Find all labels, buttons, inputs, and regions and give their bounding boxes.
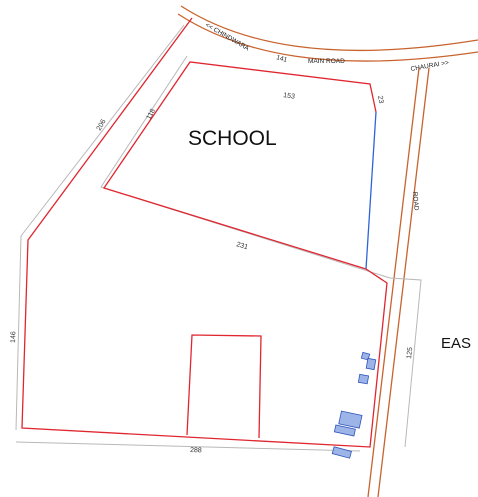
offset-lines — [15, 24, 422, 452]
road-label-side-road: ROAD — [411, 192, 420, 212]
small-structures — [331, 351, 377, 459]
road-label-chindwara: << CHINDWARA — [204, 22, 251, 53]
small-structure — [333, 424, 356, 437]
main-road-edge-upper — [180, 5, 478, 52]
main-road-edge-lower — [177, 13, 478, 62]
school-offset-line — [100, 55, 422, 448]
small-structure — [331, 446, 352, 459]
small-structure — [357, 373, 370, 385]
bottom-offset-line — [15, 441, 361, 452]
outer-offset-line — [15, 24, 185, 431]
road-label-chaurai: CHAURAI >> — [410, 59, 449, 73]
small-structure — [338, 410, 363, 429]
dim-label-outer-left-lower: 146 — [10, 331, 17, 343]
small-structure — [360, 351, 371, 361]
central-building — [186, 334, 262, 439]
dim-label-outer-right: 125 — [406, 347, 414, 359]
dim-label-outer-left-upper: 206 — [96, 118, 108, 132]
dim-label-school-left: 118 — [146, 108, 157, 121]
road-label-main-road: MAIN ROAD — [308, 58, 345, 65]
side-road-edge-left — [367, 67, 420, 497]
dim-label-school-corner: 23 — [376, 95, 384, 104]
east-label: EAS — [441, 335, 471, 352]
small-structure — [365, 357, 377, 371]
dim-label-school-top: 153 — [283, 92, 296, 101]
school-boundary — [102, 61, 377, 270]
plot-boundary — [21, 17, 388, 448]
school-east-edge — [365, 111, 377, 270]
dim-label-school-bottom: 231 — [235, 241, 248, 251]
side-road-edge-right — [377, 67, 430, 497]
road-label-number: 141 — [275, 54, 288, 64]
main-road — [177, 5, 478, 62]
school-label: SCHOOL — [188, 127, 277, 150]
dim-label-outer-bottom: 288 — [190, 447, 202, 454]
side-road — [367, 67, 430, 497]
school-plot-separator — [365, 268, 388, 284]
